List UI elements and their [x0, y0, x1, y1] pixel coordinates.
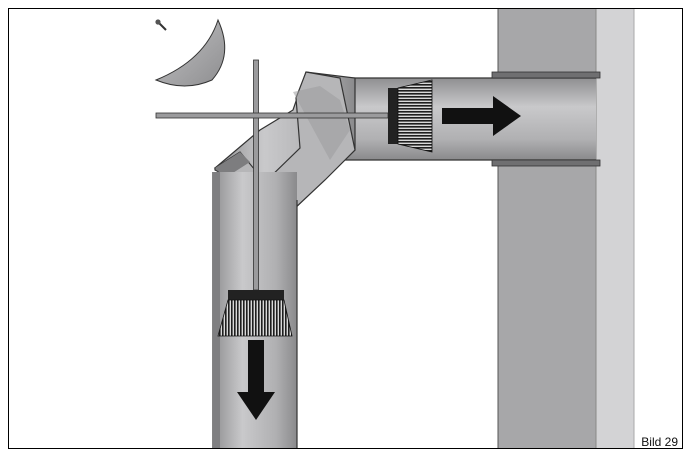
arrow-down-icon	[237, 340, 275, 420]
brush-rod-vertical	[253, 59, 259, 291]
sweep-brush-horizontal	[388, 79, 433, 153]
arrow-right-icon	[442, 96, 521, 136]
cleaning-opening-cover	[154, 18, 226, 87]
brush-rod-horizontal	[155, 112, 389, 119]
sweep-brush-vertical	[217, 290, 293, 337]
cover-screw	[155, 19, 167, 31]
figure-caption: Bild 29	[641, 435, 678, 449]
